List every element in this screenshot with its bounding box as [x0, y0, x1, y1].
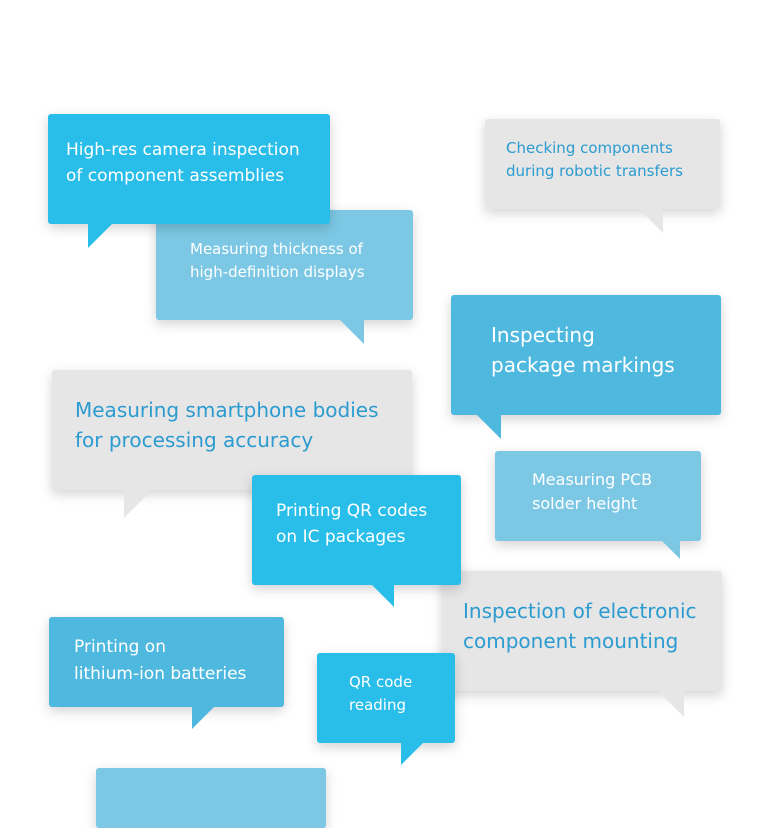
bubble-label: Checking components during robotic trans… — [506, 139, 683, 180]
bubble-label: QR code reading — [349, 673, 413, 714]
bubble-qr-ic-packages: Printing QR codes on IC packages — [252, 475, 461, 607]
bubble-label: High-res camera inspection of component … — [66, 140, 300, 186]
bubble-pcb-solder: Measuring PCB solder height — [495, 451, 701, 559]
bubble-label: Measuring PCB solder height — [532, 470, 653, 513]
bubble-display-thickness: Measuring thickness of high-definition d… — [156, 210, 413, 344]
bubble-tail — [656, 689, 684, 717]
bubble-lithium-batteries: Printing on lithium-ion batteries — [49, 617, 284, 729]
bubble-package-markings: Inspecting package markings — [451, 295, 721, 439]
bubble-tail — [338, 318, 364, 344]
bubble-smartphone-bodies: Measuring smartphone bodies for processi… — [52, 370, 412, 518]
bubble-tail — [88, 222, 114, 248]
bubble-label: Measuring thickness of high-definition d… — [190, 240, 365, 281]
bubble-label: Printing on lithium-ion batteries — [74, 637, 247, 685]
bubble-tail — [124, 488, 154, 518]
bubble-tail — [401, 741, 425, 765]
bubble-tail — [370, 583, 394, 607]
bubble-label: Inspecting package markings — [491, 323, 675, 377]
bubble-label: Printing QR codes on IC packages — [276, 501, 428, 547]
bubble-qr-reading: QR code reading — [317, 653, 455, 765]
bubble-tail — [475, 413, 501, 439]
bubble-label: Measuring smartphone bodies for processi… — [75, 398, 379, 452]
bubble-tail — [660, 539, 680, 559]
bubble-component-mounting: Inspection of electronic component mount… — [442, 571, 722, 717]
bubble-partial-bottom — [96, 768, 326, 828]
bubble-camera-inspection: High-res camera inspection of component … — [48, 114, 330, 248]
bubble-tail — [637, 207, 663, 233]
bubble-robotic-transfers: Checking components during robotic trans… — [485, 119, 720, 233]
bubble-label: Inspection of electronic component mount… — [463, 599, 697, 653]
bubble-tail — [192, 705, 216, 729]
